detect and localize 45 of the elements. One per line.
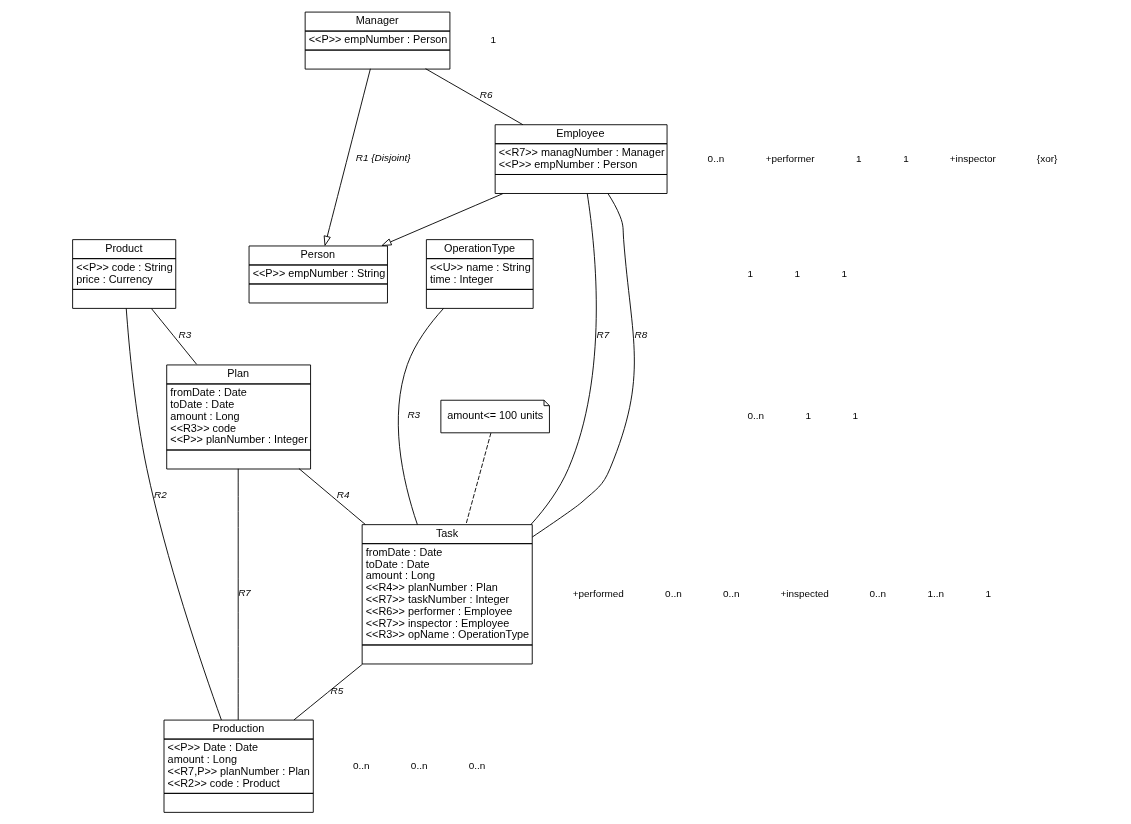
label: 1 [903,152,909,164]
edge-label: R3 [407,409,421,421]
label: 0..n [352,759,370,771]
label: 0..n [468,759,486,771]
connector [531,193,635,538]
label: +performer [765,152,815,164]
label: 1 [794,267,801,279]
label: 0..n [665,587,682,599]
label: 0..n [869,587,887,599]
label: 1 [841,267,848,279]
edge-label: R7 [238,586,251,598]
arrow [323,68,371,246]
label: 1..n [927,587,945,599]
edge-label: R3 [178,329,192,341]
edge-label: R5 [330,684,344,696]
label: 1 [852,410,859,422]
label: 1 [985,587,992,599]
edge-label: R8 [634,329,648,341]
connector [151,308,198,365]
connector [298,468,366,525]
edge-label: R2 [154,489,167,501]
edge-label: R4 [336,489,350,501]
label: 0..n [410,759,428,771]
connector [530,193,597,526]
label: 0..n [723,587,740,599]
connector [125,308,222,721]
label: 0..n [707,152,725,164]
label: +inspected [780,587,829,599]
label: 1 [747,267,754,279]
label: 1 [490,33,497,45]
label: +inspector [949,152,996,164]
connector [293,663,363,721]
label: +performed [572,587,624,599]
connector [397,308,444,525]
label: {xor} [1036,152,1058,164]
connector [237,468,239,721]
label: 0..n [747,410,765,422]
label: 1 [805,410,811,422]
arrow [381,193,504,246]
edge-label: R6 [479,89,493,101]
edge-label: R7 [596,329,610,341]
connector [465,432,492,525]
edge-label: R1 {Disjoint} [355,151,411,163]
label: 1 [856,152,862,164]
connector [425,68,524,126]
